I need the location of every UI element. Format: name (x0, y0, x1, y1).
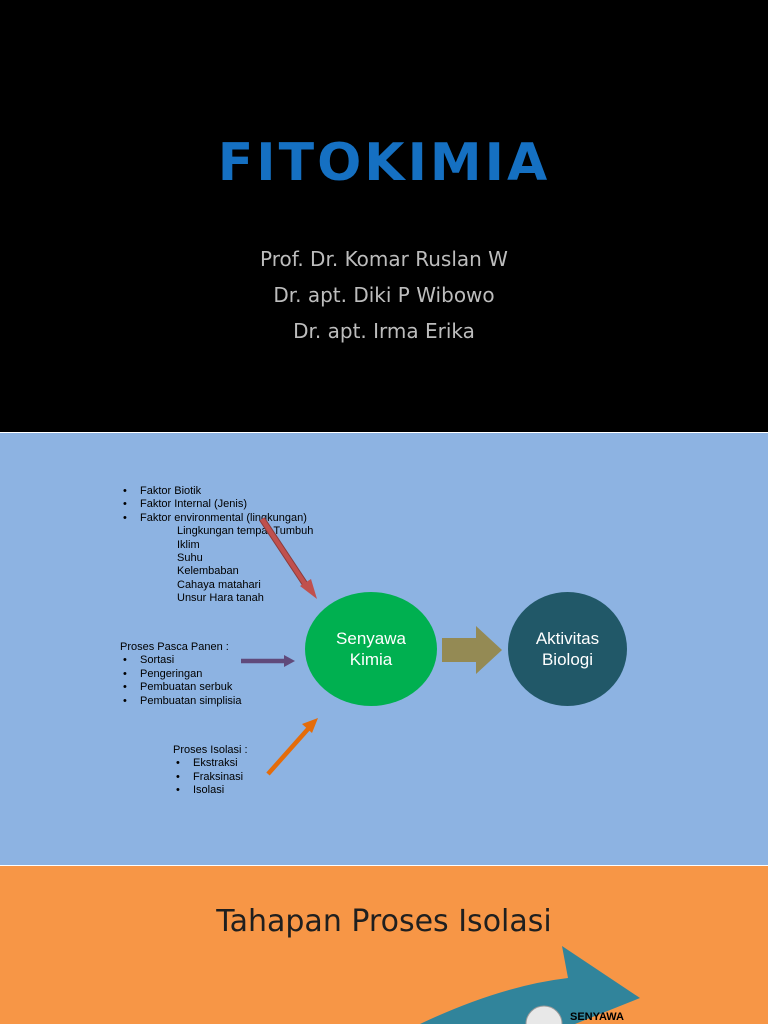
author-list: Prof. Dr. Komar Ruslan W Dr. apt. Diki P… (0, 241, 768, 349)
step-circle (525, 1005, 563, 1024)
step-label: SENYAWA (570, 1011, 625, 1023)
slide-title: Tahapan Proses Isolasi (216, 904, 552, 939)
slide-title: FITOKIMIA (217, 133, 551, 193)
list-item: Fraksinasi (173, 771, 248, 785)
list-heading: Proses Isolasi : (173, 744, 248, 756)
author-name: Prof. Dr. Komar Ruslan W (260, 247, 508, 271)
node-label: Biologi (541, 650, 594, 669)
block-arrow (442, 626, 502, 674)
senyawa-kimia-node: Senyawa Kimia (305, 592, 437, 706)
pasca-panen-list: Proses Pasca Panen : Sortasi Pengeringan… (120, 641, 242, 708)
isolation-slide: Tahapan Proses Isolasi SENYAWA (0, 866, 768, 1024)
list-item: Faktor Internal (Jenis) (120, 498, 313, 512)
orange-arrow (266, 718, 318, 776)
node-label: Kimia (349, 650, 393, 669)
list-heading: Proses Pasca Panen : (120, 641, 229, 653)
diagram-slide: Faktor Biotik Faktor Internal (Jenis) Fa… (0, 433, 768, 865)
curved-arrow (420, 946, 640, 1024)
red-arrow (259, 517, 317, 599)
node-label: Senyawa (336, 629, 406, 648)
list-item: Pengeringan (120, 668, 242, 682)
purple-arrow (241, 655, 295, 667)
list-item: Pembuatan serbuk (120, 681, 242, 695)
author-name: Dr. apt. Irma Erika (293, 319, 475, 343)
list-item: Isolasi (173, 784, 248, 798)
list-subitem: Kelembaban (177, 565, 239, 578)
list-subitem: Suhu (177, 552, 203, 565)
list-item: Faktor Biotik (120, 485, 313, 499)
node-label: Aktivitas (535, 629, 600, 648)
list-subitem: Cahaya matahari (177, 578, 261, 591)
isolasi-list: Proses Isolasi : Ekstraksi Fraksinasi Is… (173, 744, 248, 798)
list-subitem: Lingkungan tempat Tumbuh (177, 525, 314, 538)
author-name: Dr. apt. Diki P Wibowo (273, 283, 495, 307)
list-item: Pembuatan simplisia (120, 695, 242, 709)
list-subitem: Unsur Hara tanah (177, 592, 264, 605)
slide-divider (0, 865, 768, 866)
aktivitas-biologi-node: Aktivitas Biologi (508, 592, 627, 706)
title-slide: FITOKIMIA Prof. Dr. Komar Ruslan W Dr. a… (0, 0, 768, 432)
list-item: Ekstraksi (173, 757, 248, 771)
diagram-arrows (241, 517, 502, 776)
list-subitem: Iklim (177, 538, 200, 551)
list-item: Sortasi (120, 654, 242, 668)
slide-divider (0, 432, 768, 433)
